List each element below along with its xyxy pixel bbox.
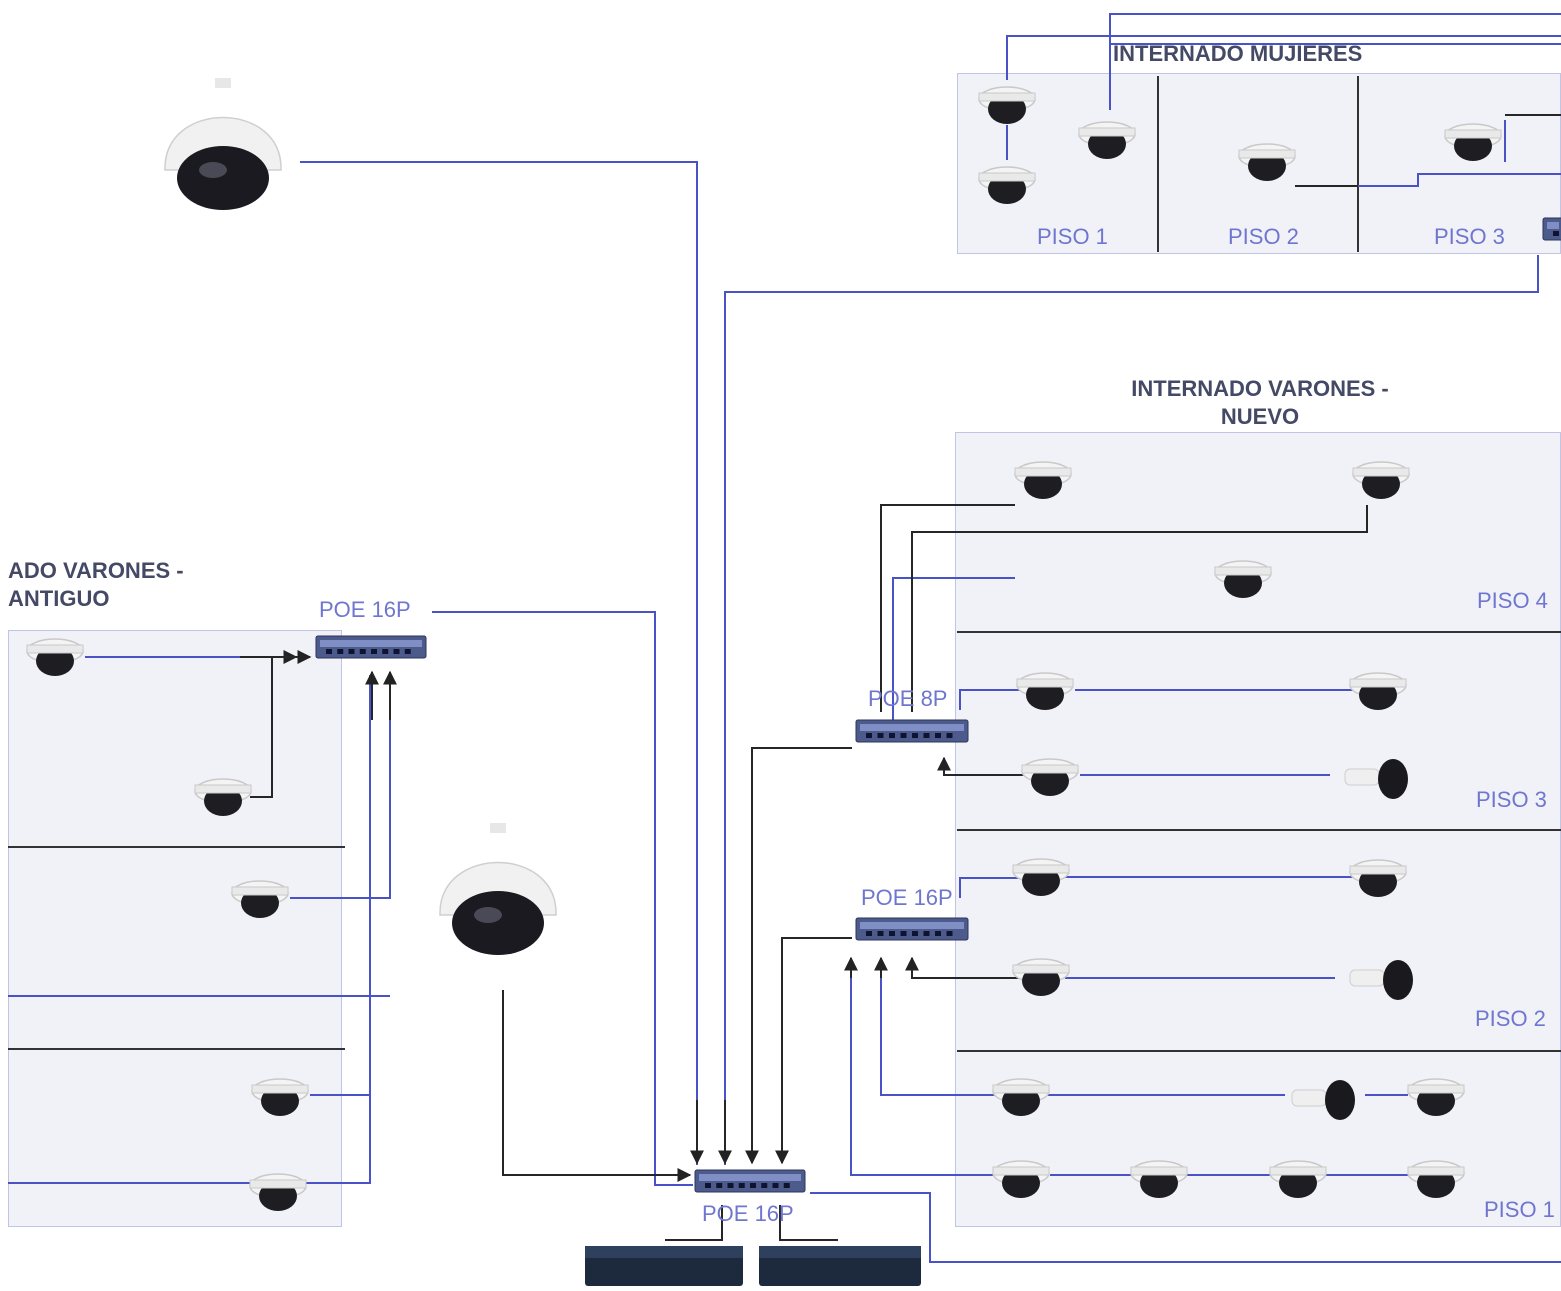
varones-nuevo-title-line2: NUEVO [1220,404,1300,429]
dome-camera-icon [1407,1078,1465,1116]
switch-antiguo-label: POE 16P [319,597,411,622]
varones-nuevo-title-line1: INTERNADO VARONES - [1131,376,1389,401]
dome-camera-icon [194,778,252,816]
switch-core-label: POE 16P [702,1201,794,1226]
poe-switch-icon [855,917,969,941]
ptz-camera-icon [439,823,557,955]
varones-nuevo-floor-4: PISO 4 [1477,588,1548,613]
nvr-recorder-icon [759,1246,921,1286]
switch-nuevo-upper-label: POE 8P [868,686,948,711]
dome-camera-icon [978,86,1036,124]
mujeres-floor-2: PISO 2 [1228,224,1299,249]
poe-switch-icon [1542,217,1561,241]
bullet-camera-icon [1349,960,1413,1000]
dome-camera-icon [1078,121,1136,159]
dome-camera-icon [1238,143,1296,181]
poe-switch-icon [315,635,427,659]
mujeres-title: INTERNADO MUJIERES [1113,41,1363,66]
varones-nuevo-floor-2: PISO 2 [1475,1006,1546,1031]
dome-camera-icon [978,166,1036,204]
ptz-camera-icon [164,78,282,210]
dome-camera-icon [231,880,289,918]
dome-camera-icon [1269,1160,1327,1198]
dome-camera-icon [249,1173,307,1211]
dome-camera-icon [1407,1160,1465,1198]
dome-camera-icon [26,638,84,676]
bullet-camera-icon [1344,759,1408,799]
bullet-camera-icon [1291,1080,1355,1120]
mujeres-floor-1: PISO 1 [1037,224,1108,249]
dome-camera-icon [1012,958,1070,996]
dome-camera-icon [1214,560,1272,598]
building-varones-antiguo [8,630,342,1227]
switch-nuevo-lower-label: POE 16P [861,885,953,910]
poe-switch-icon [694,1169,806,1193]
dome-camera-icon [1352,461,1410,499]
varones-antiguo-title-line2: ANTIGUO [8,586,110,611]
dome-camera-icon [1014,461,1072,499]
nvr-recorder-icon [585,1246,743,1286]
dome-camera-icon [251,1078,309,1116]
dome-camera-icon [1016,672,1074,710]
dome-camera-icon [1130,1160,1188,1198]
dome-camera-icon [992,1078,1050,1116]
mujeres-floor-3: PISO 3 [1434,224,1505,249]
varones-nuevo-floor-1: PISO 1 [1484,1197,1555,1222]
varones-nuevo-floor-3: PISO 3 [1476,787,1547,812]
dome-camera-icon [1012,858,1070,896]
dome-camera-icon [1021,758,1079,796]
poe-switch-icon [855,719,969,743]
dome-camera-icon [1349,859,1407,897]
dome-camera-icon [1444,123,1502,161]
varones-antiguo-title-line1: ADO VARONES - [8,558,184,583]
dome-camera-icon [1349,672,1407,710]
dome-camera-icon [992,1160,1050,1198]
